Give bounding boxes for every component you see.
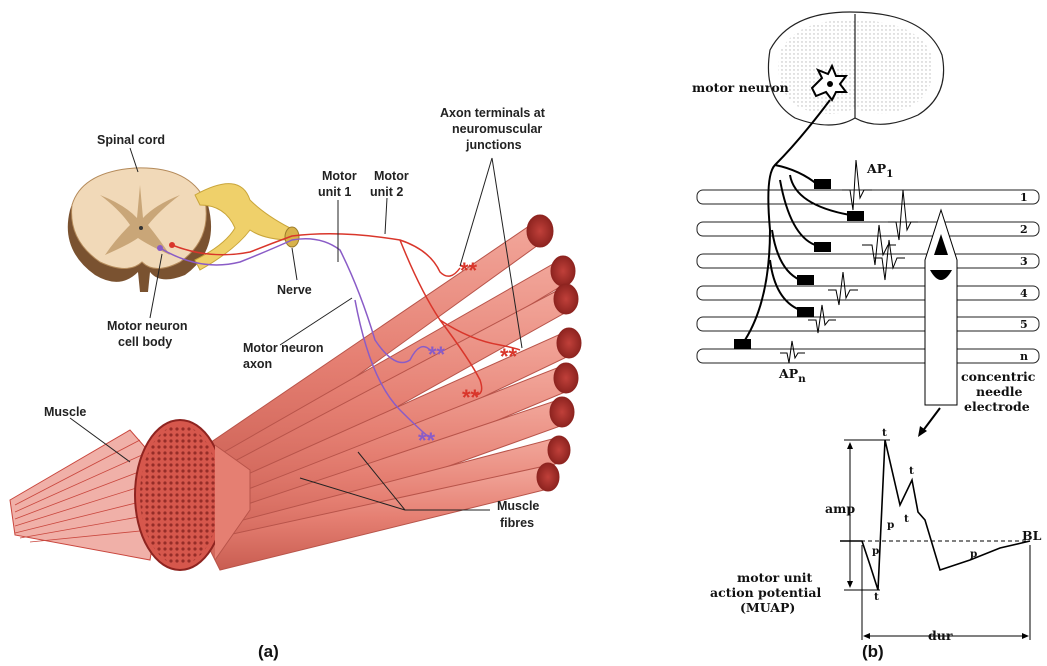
label-cell-body-line1: Motor neuron	[107, 319, 188, 333]
label-motor-neuron: motor neuron	[692, 80, 789, 95]
panel-b: 1 2 3 4 5 n	[692, 12, 1042, 661]
panel-b-labels: motor neuron AP1 APn concentric needle e…	[692, 80, 1042, 661]
label-amp: amp	[825, 501, 855, 516]
label-cell-body-line2: cell body	[118, 335, 172, 349]
label-p-1: p	[887, 519, 894, 531]
label-spinal-cord: Spinal cord	[97, 133, 165, 147]
electrode-arrow	[922, 408, 940, 432]
fibre-label-3: 3	[1020, 255, 1028, 268]
nmj-unit1-b: **	[418, 428, 436, 453]
label-axon-terminals-line2: neuromuscular	[452, 122, 542, 136]
label-motor-unit-1-line1: Motor	[322, 169, 357, 183]
fibre-label-5: 5	[1020, 318, 1028, 331]
label-p-3: p	[970, 548, 977, 560]
nmj-unit2-c: **	[462, 385, 480, 410]
label-axon-line2: axon	[243, 357, 272, 371]
spinal-cord	[68, 168, 211, 292]
label-motor-unit-1-line2: unit 1	[318, 185, 351, 199]
panel-a: ** ** ** ** ** Spinal cord Nerve Motor n…	[10, 106, 581, 661]
nmj-unit1-a: **	[428, 342, 446, 367]
label-p-2: p	[872, 545, 879, 557]
label-axon-terminals-line1: Axon terminals at	[440, 106, 546, 120]
label-bl: BL	[1022, 528, 1042, 543]
label-electrode-line1: concentric	[961, 369, 1036, 384]
label-axon-terminals-line3: junctions	[465, 138, 522, 152]
label-ap1: AP1	[866, 161, 893, 180]
muap-waveform	[840, 440, 1030, 640]
label-muap-line1: motor unit	[737, 570, 813, 585]
label-t-min: t	[874, 591, 879, 603]
label-t-trough: t	[904, 513, 909, 525]
label-electrode-line3: electrode	[964, 399, 1030, 414]
needle-electrode	[925, 210, 957, 405]
label-motor-unit-2-line2: unit 2	[370, 185, 403, 199]
label-muscle: Muscle	[44, 405, 86, 419]
label-t-second: t	[909, 465, 914, 477]
panel-b-fibres: 1 2 3 4 5 n	[697, 190, 1039, 363]
label-motor-unit-2-line1: Motor	[374, 169, 409, 183]
nmj-unit2-b: **	[500, 344, 518, 369]
fibre-label-4: 4	[1020, 287, 1028, 300]
label-muap-line2: action potential	[710, 585, 822, 600]
label-muap-line3: (MUAP)	[740, 600, 795, 615]
fibre-label-1: 1	[1020, 191, 1028, 204]
fibre-label-n: n	[1020, 350, 1028, 363]
label-muscle-fibres-line1: Muscle	[497, 499, 539, 513]
caption-b: (b)	[862, 642, 884, 661]
label-nerve: Nerve	[277, 283, 312, 297]
muap-trace	[840, 440, 1030, 590]
fibre-label-2: 2	[1020, 223, 1028, 236]
label-muscle-fibres-line2: fibres	[500, 516, 534, 530]
nmj-unit2-a: **	[460, 258, 478, 283]
label-electrode-line2: needle	[976, 384, 1022, 399]
label-apn: APn	[778, 366, 806, 385]
caption-a: (a)	[258, 642, 279, 661]
cord-cross-section	[768, 12, 943, 125]
label-t-peak: t	[882, 427, 887, 439]
label-axon-line1: Motor neuron	[243, 341, 324, 355]
label-dur: dur	[928, 628, 953, 643]
